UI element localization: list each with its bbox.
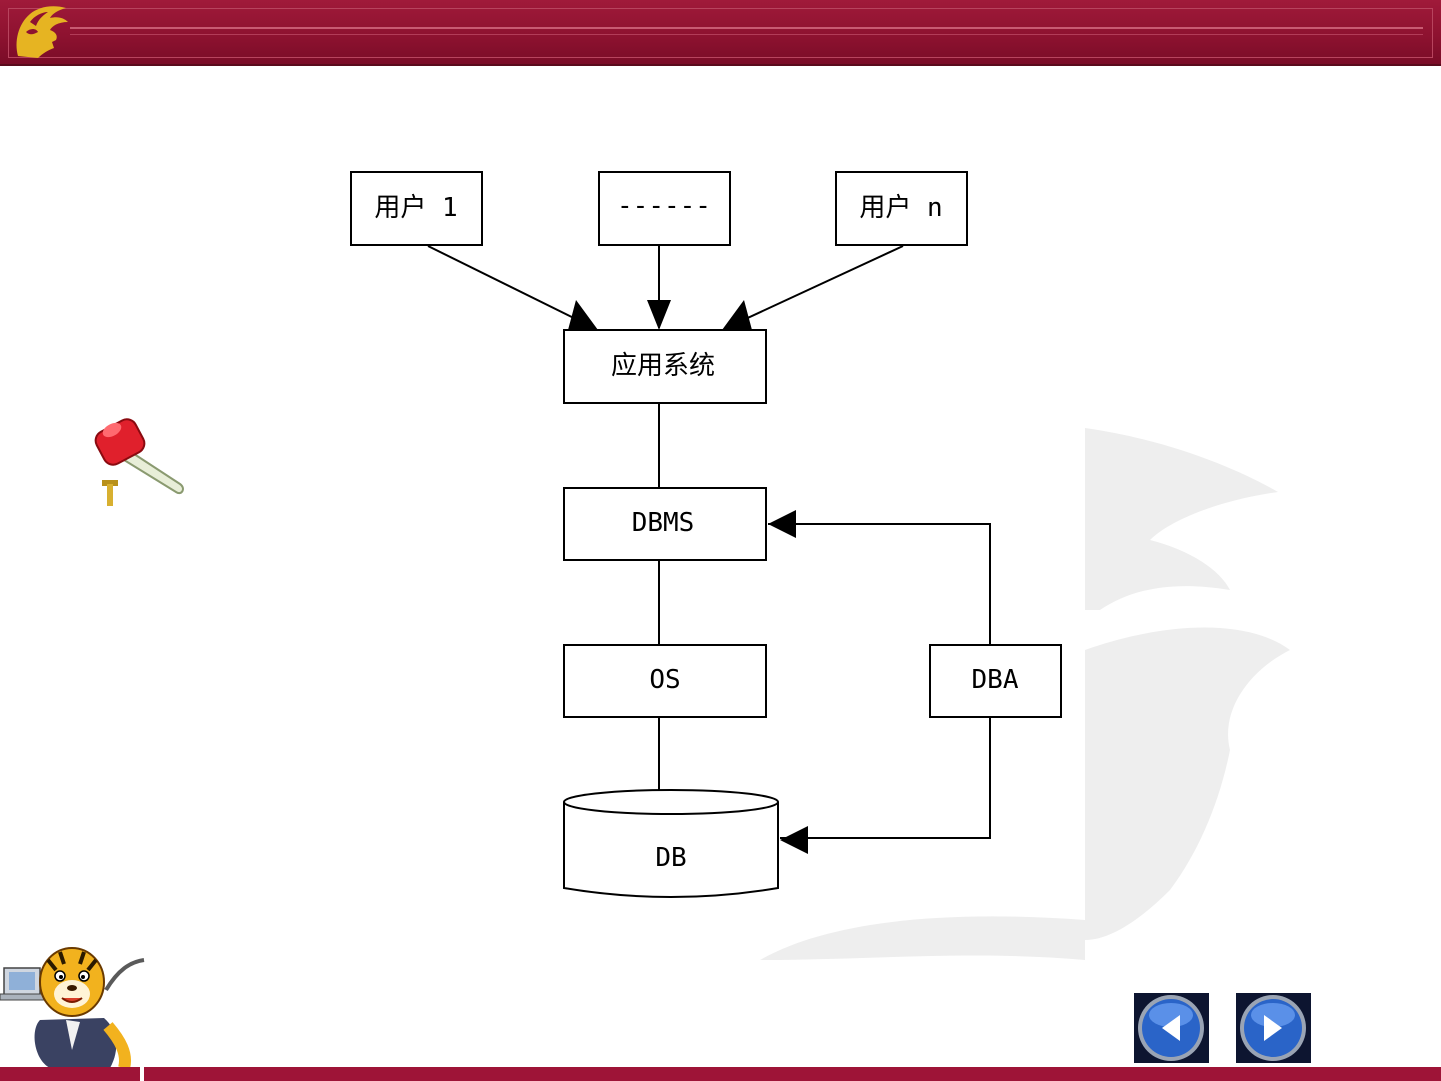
- node-user1-label: 用户 1: [374, 193, 457, 223]
- footer-notch: [140, 1067, 144, 1081]
- node-db-cylinder-top: [563, 789, 779, 815]
- node-app-box: [563, 329, 767, 404]
- previous-slide-button[interactable]: [1134, 993, 1209, 1063]
- arrowhead-user1: [568, 300, 598, 330]
- arrowhead-ellipsis: [647, 300, 671, 330]
- node-os-box: [563, 644, 767, 718]
- hammer-icon: [94, 418, 184, 506]
- node-app-label: 应用系统: [611, 351, 715, 381]
- edge-user1-app: [427, 245, 595, 329]
- header-rule-thin: [70, 34, 1423, 35]
- node-user1-box: [350, 171, 483, 246]
- footer-bar: [0, 1067, 1441, 1081]
- node-dba-label: DBA: [972, 665, 1019, 695]
- node-dbms-label: DBMS: [632, 508, 695, 538]
- header-frame: [8, 8, 1433, 58]
- node-usern-label: 用户 n: [859, 193, 942, 223]
- arrow-left-icon: [1138, 995, 1204, 1061]
- node-db-label: DB: [655, 843, 686, 873]
- arrowhead-db: [780, 826, 808, 854]
- edge-dba-db: [780, 718, 991, 839]
- node-db-cylinder-body: [563, 802, 779, 898]
- next-slide-button[interactable]: [1236, 993, 1311, 1063]
- node-os-label: OS: [649, 665, 680, 695]
- header-bar: [0, 0, 1441, 66]
- node-ellipsis-box: [598, 171, 731, 246]
- node-ellipsis-label: ------: [617, 191, 711, 221]
- trojan-head-icon: [16, 6, 68, 58]
- node-dbms-box: [563, 487, 767, 561]
- arrowhead-dbms: [768, 510, 796, 538]
- node-dba-box: [929, 644, 1062, 718]
- tiger-mascot-icon: [0, 947, 145, 1070]
- arrowhead-usern: [722, 300, 752, 330]
- arrow-right-icon: [1240, 995, 1306, 1061]
- node-usern-box: [835, 171, 968, 246]
- trojan-head-watermark-icon: [760, 428, 1290, 960]
- edge-usern-app: [725, 245, 904, 329]
- header-rule: [70, 27, 1423, 29]
- edge-dba-dbms: [768, 523, 991, 644]
